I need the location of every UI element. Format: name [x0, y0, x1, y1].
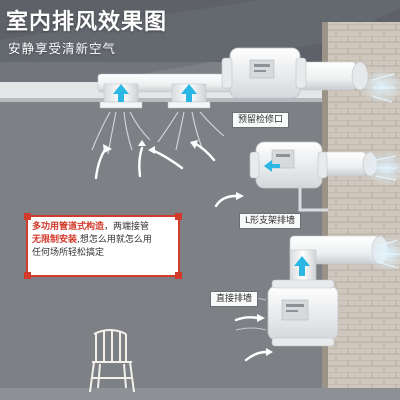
- airflow-swirls: [91, 111, 225, 155]
- arrow-up-icon: [181, 84, 197, 102]
- page-subtitle: 安静享受清新空气: [8, 41, 117, 56]
- description-line: 无限制安装,想怎么用就怎么用: [32, 234, 178, 247]
- description-line: 任何场所轻松搞定: [32, 248, 105, 258]
- description-text: 多功用管道式构造，两端接管 无限制安装,想怎么用就怎么用 任何场所轻松搞定: [32, 221, 178, 260]
- label-direct-exhaust: 直接排墙: [210, 291, 259, 307]
- description-line: 多功用管道式构造，两端接管: [32, 221, 178, 234]
- description-highlight: 无限制安装: [32, 235, 78, 245]
- description-rest: ，两端接管: [104, 222, 150, 232]
- corner-mark: [175, 272, 182, 279]
- arrow-up-icon: [113, 84, 129, 102]
- description-rest: ,想怎么用就怎么用: [77, 235, 152, 245]
- page-title: 室内排风效果图: [6, 10, 168, 35]
- description-highlight: 多功用管道式构造: [32, 222, 105, 232]
- corner-mark: [24, 213, 31, 220]
- label-l-bracket: L形支架排墙: [239, 213, 302, 229]
- arrow-right-icon: [264, 160, 280, 172]
- arrow-up-icon: [294, 256, 310, 276]
- corner-mark: [175, 213, 182, 220]
- label-access-port: 预留检修口: [232, 112, 290, 128]
- corner-mark: [24, 272, 31, 279]
- l-bracket: [298, 188, 328, 212]
- chair: [89, 329, 135, 393]
- description-box: 多功用管道式构造，两端接管 无限制安装,想怎么用就怎么用 任何场所轻松搞定: [24, 213, 182, 279]
